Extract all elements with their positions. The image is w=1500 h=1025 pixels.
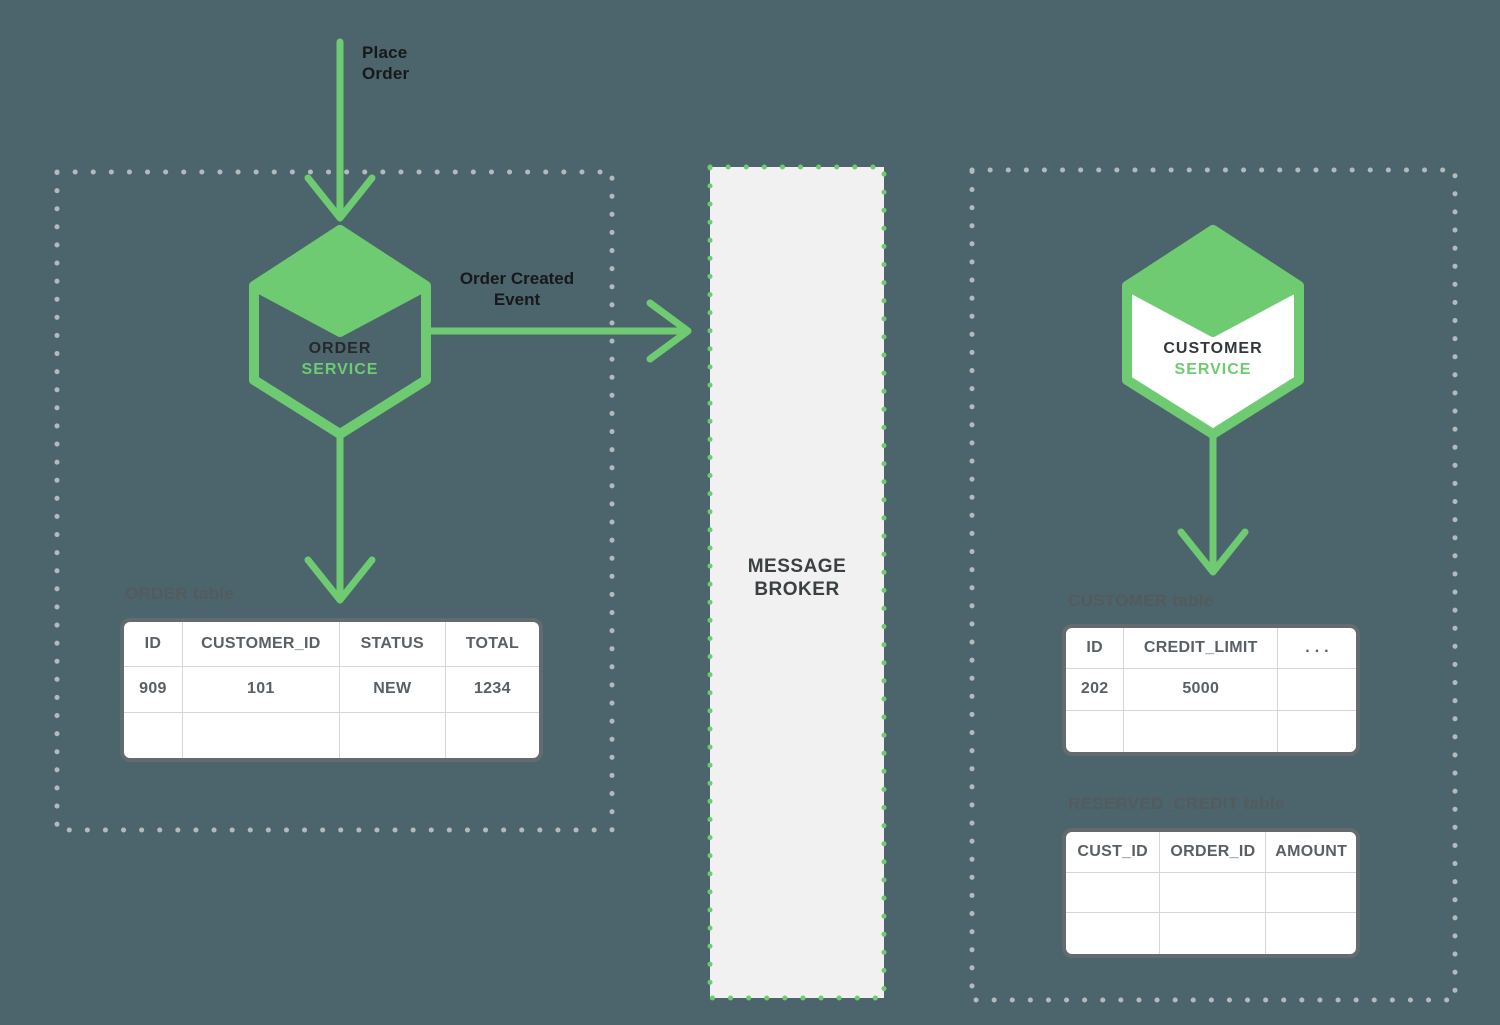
- reserved-credit-table-cell: [1066, 913, 1161, 954]
- order-created-event-arrow: [424, 299, 692, 363]
- place-order-arrow: [304, 38, 376, 222]
- customer-service-boundary-box: [969, 167, 1458, 1003]
- order-service-hexagon-icon: [249, 225, 431, 439]
- order-table-label: ORDER table: [125, 584, 235, 603]
- order-table-header: CUSTOMER_ID: [182, 622, 340, 668]
- customer-service-hexagon-icon: [1122, 225, 1304, 439]
- order-table-cell: 909: [124, 667, 183, 713]
- reserved-credit-table-header: CUST_ID: [1066, 832, 1161, 873]
- reserved-credit-table-header: AMOUNT: [1266, 832, 1356, 873]
- customer-table-cell: 5000: [1124, 669, 1279, 711]
- customer-table-cell: [1278, 711, 1356, 752]
- customer-table-header: . . .: [1278, 628, 1356, 670]
- order-service-title: ORDER: [308, 340, 372, 357]
- order-table-header: STATUS: [339, 622, 446, 668]
- reserved-credit-table-header: ORDER_ID: [1160, 832, 1267, 873]
- customer-table-cell: [1124, 710, 1279, 752]
- order-table-cell: NEW: [339, 667, 446, 713]
- customer-service-to-table-arrow: [1177, 430, 1249, 576]
- reserved-credit-table-cell: [1160, 913, 1267, 954]
- customer-service-subtitle: SERVICE: [1174, 361, 1252, 378]
- order-table-cell: [183, 712, 340, 758]
- order-service-to-table-arrow: [304, 432, 376, 604]
- reserved-credit-table-cell: [1266, 913, 1356, 954]
- customer-table-cell: [1278, 669, 1356, 711]
- customer-table-label: CUSTOMER table: [1068, 591, 1214, 610]
- customer-table: ID CREDIT_LIMIT . . . 202 5000: [1062, 624, 1360, 756]
- reserved-credit-table-cell: [1066, 872, 1161, 914]
- order-table-cell: 1234: [445, 667, 539, 713]
- reserved-credit-table-cell: [1160, 872, 1267, 914]
- order-table: ID CUSTOMER_ID STATUS TOTAL 909 101 NEW …: [120, 618, 543, 762]
- reserved-credit-table-label: RESERVED_CREDIT table: [1068, 794, 1285, 813]
- customer-table-cell: 202: [1066, 669, 1125, 711]
- place-order-label: Place Order: [362, 43, 410, 83]
- customer-table-cell: [1066, 710, 1125, 752]
- customer-table-header: CREDIT_LIMIT: [1124, 628, 1279, 670]
- order-table-cell: [446, 713, 539, 758]
- order-created-event-label: Order Created Event: [459, 269, 575, 309]
- order-table-header: TOTAL: [445, 622, 539, 668]
- customer-service-title: CUSTOMER: [1163, 340, 1263, 357]
- order-table-cell: 101: [182, 667, 340, 713]
- message-broker-label: MESSAGE BROKER: [747, 556, 847, 600]
- order-service-subtitle: SERVICE: [301, 361, 379, 378]
- order-table-header: ID: [124, 622, 183, 668]
- order-table-cell: [340, 712, 446, 758]
- message-broker-box: [707, 164, 887, 1001]
- order-table-cell: [124, 712, 183, 758]
- reserved-credit-table: CUST_ID ORDER_ID AMOUNT: [1062, 828, 1360, 958]
- reserved-credit-table-cell: [1266, 873, 1356, 914]
- customer-table-header: ID: [1066, 628, 1125, 670]
